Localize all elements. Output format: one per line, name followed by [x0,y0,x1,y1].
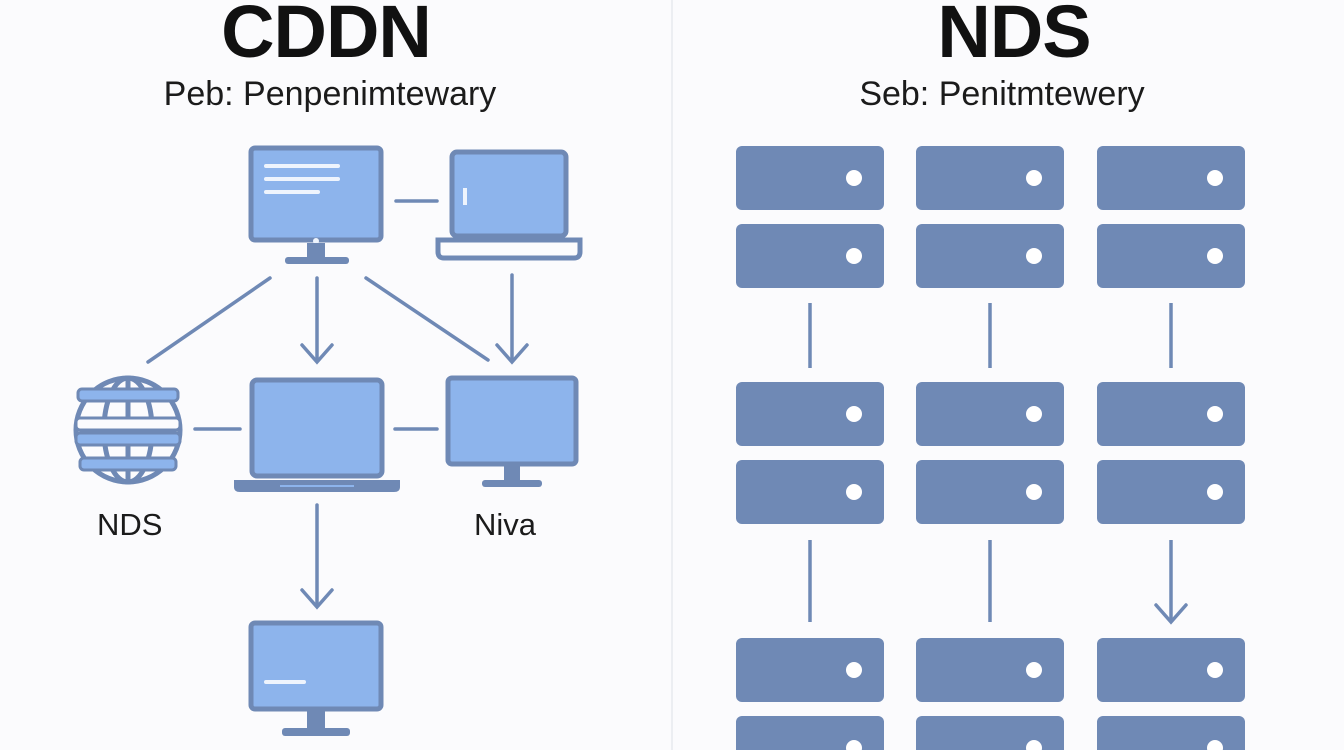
nds-panel: NDS Seb: Penitmtewery [672,0,1344,750]
nds-title: NDS [937,0,1091,73]
globe-icon [73,375,183,485]
arrow-laptop-bottom-monitor [300,503,334,610]
arrow-monitor-laptop-center [300,276,334,365]
server-icon [1097,146,1245,288]
arrow-laptop-niva [495,273,529,365]
nds-server-grid [736,146,1245,750]
cddn-connectors [146,199,529,610]
nds-subtitle: Seb: Penitmtewery [859,75,1145,113]
cddn-title: CDDN [221,0,432,73]
globe-label: NDS [97,507,163,542]
server-icon [1097,638,1245,750]
laptop-icon [435,149,583,261]
server-icon [736,146,884,288]
monitor-icon [248,145,384,264]
server-icon [916,382,1064,524]
connector-monitor-niva [364,276,490,362]
panel-divider [671,0,673,750]
server-icon [916,146,1064,288]
server-arrow [1154,540,1188,625]
server-icon [736,382,884,524]
monitor-icon [248,620,384,736]
cddn-panel: CDDN Peb: Penpenimtewary [163,0,497,113]
server-icon [916,638,1064,750]
connector-monitor-globe [146,276,272,364]
cddn-subtitle: Peb: Penpenimtewary [163,75,497,113]
server-icon [736,638,884,750]
niva-label: Niva [474,507,537,542]
laptop-icon [234,377,400,492]
monitor-icon [445,375,579,487]
server-icon [1097,382,1245,524]
